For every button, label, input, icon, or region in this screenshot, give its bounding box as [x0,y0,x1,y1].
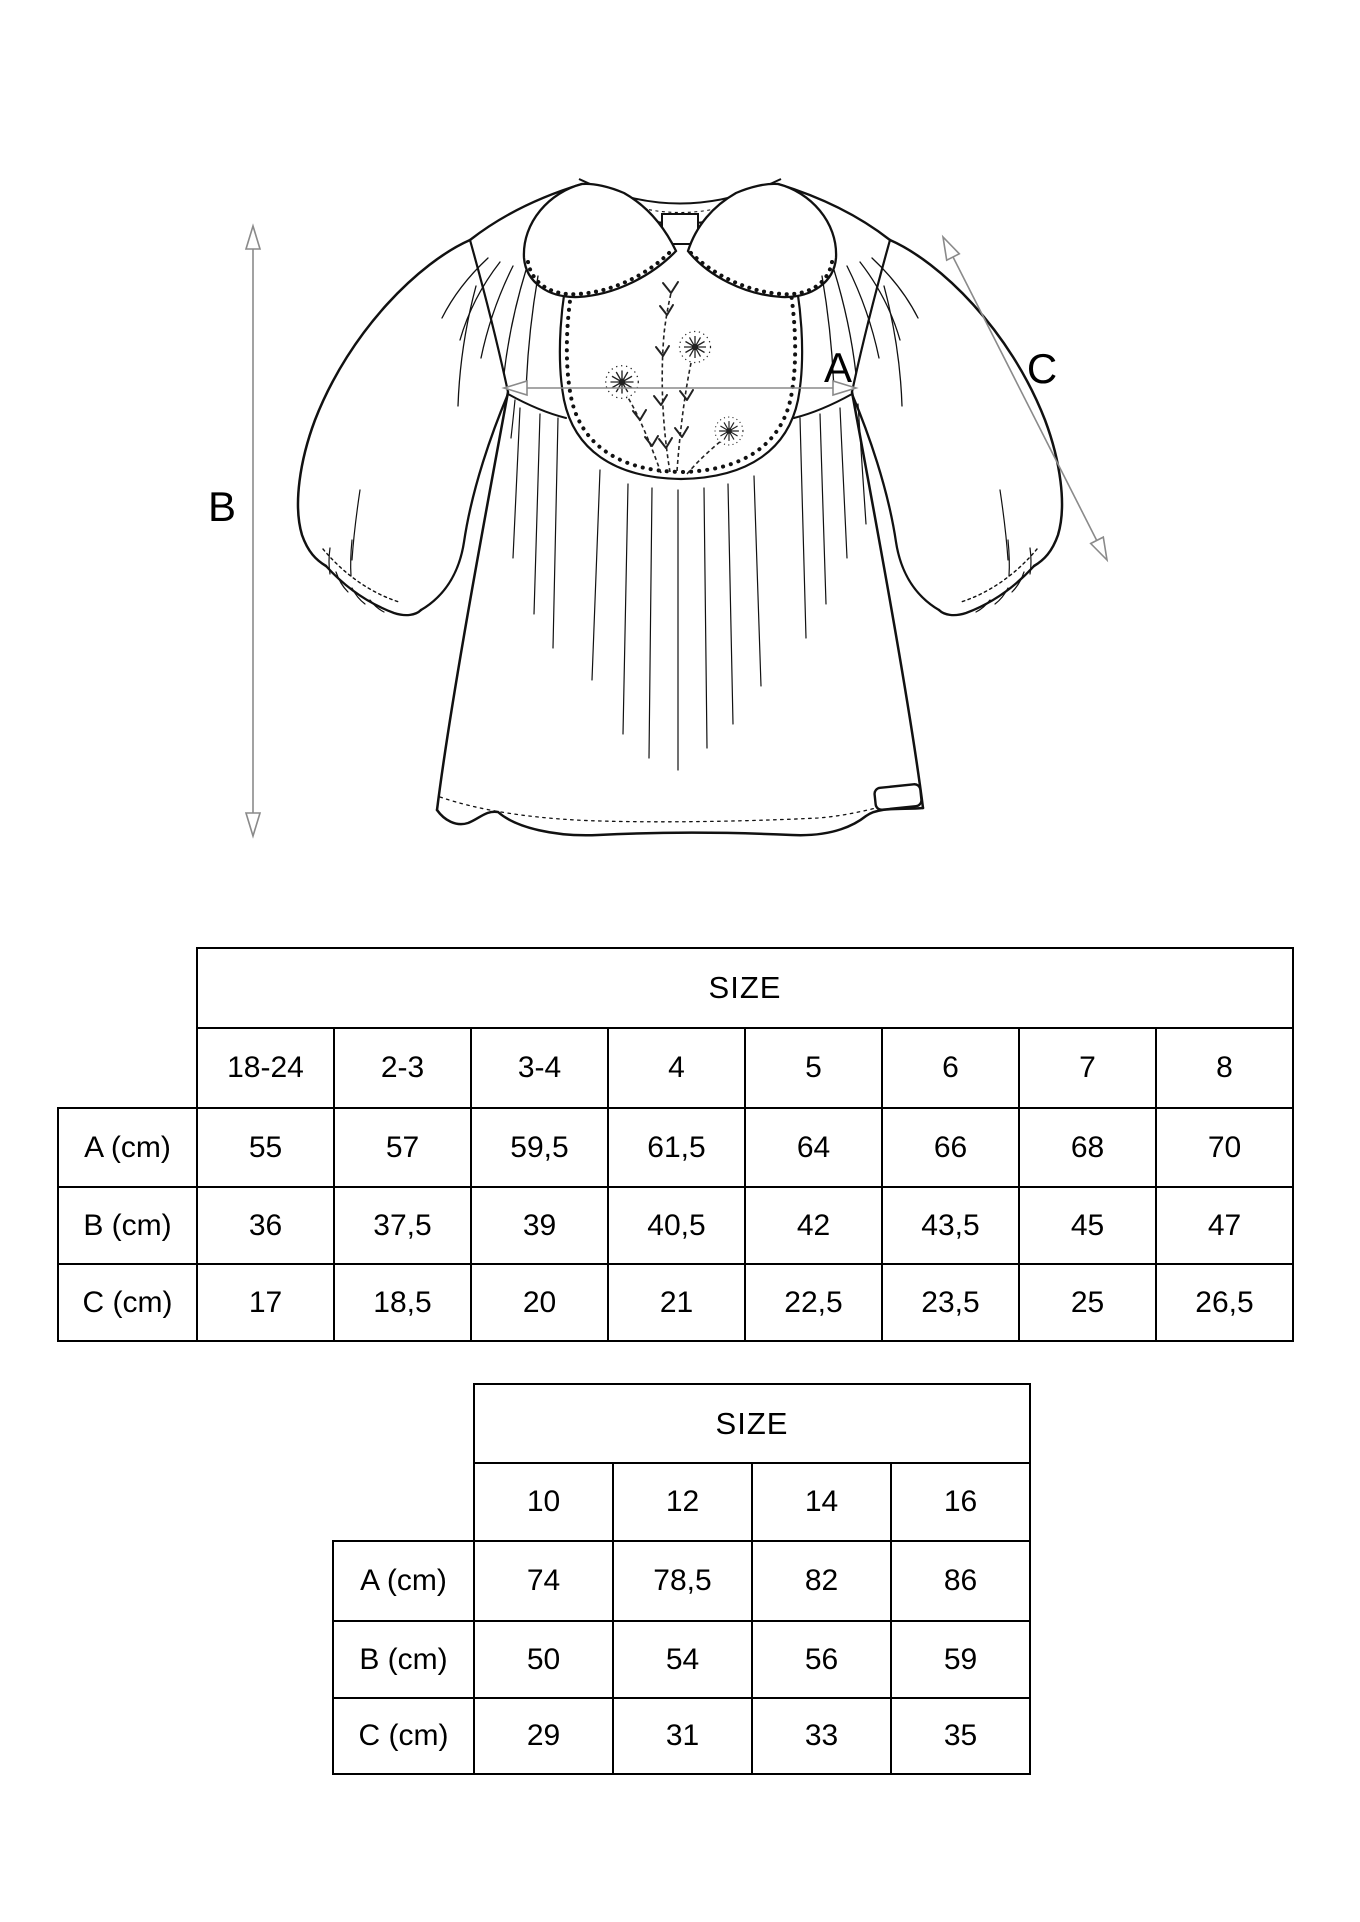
measure-value: 33 [751,1697,892,1775]
size-header: SIZE [473,1383,1031,1464]
garment-flat-sketch: A B C [208,178,1109,839]
measure-value: 39 [470,1186,609,1265]
measure-value: 82 [751,1540,892,1622]
embroidered-bib [558,249,804,481]
measure-value: 25 [1018,1263,1157,1342]
measure-value: 74 [473,1540,614,1622]
measure-value: 66 [881,1107,1020,1188]
measure-value: 40,5 [607,1186,746,1265]
cuff-ruffle-lines [328,489,1032,613]
measure-value: 57 [333,1107,472,1188]
bib-scallop-trim [564,252,798,475]
table-corner-spacer [333,1463,474,1541]
gather-lines [510,399,867,771]
collar-flap-left [522,182,678,299]
size-column-header: 4 [607,1027,746,1109]
puff-sleeves [296,238,1064,617]
label-B: B [208,483,236,530]
dimension-arrows [244,223,1109,839]
garment-body [435,182,925,837]
label-C: C [1027,345,1057,392]
measure-value: 42 [744,1186,883,1265]
measure-value: 29 [473,1697,614,1775]
sleeve-gather-lines [441,257,919,407]
measure-value: 17 [196,1263,335,1342]
dimension-arrow-chest-A [501,379,859,397]
measure-value: 36 [196,1186,335,1265]
measure-value: 47 [1155,1186,1294,1265]
size-column-header: 8 [1155,1027,1294,1109]
measure-value: 35 [890,1697,1031,1775]
measure-label: B (cm) [57,1186,198,1265]
measure-label: C (cm) [332,1697,475,1775]
collar-flap-right [686,182,838,299]
dimension-arrow-length-B [244,223,262,839]
measure-value: 54 [612,1620,753,1699]
size-header: SIZE [196,947,1294,1029]
measure-value: 61,5 [607,1107,746,1188]
measure-label: A (cm) [57,1107,198,1188]
measure-value: 45 [1018,1186,1157,1265]
measure-label: C (cm) [57,1263,198,1342]
size-column-header: 10 [473,1462,614,1542]
table-corner-spacer [58,1028,197,1108]
size-column-header: 5 [744,1027,883,1109]
measure-value: 64 [744,1107,883,1188]
measure-value: 21 [607,1263,746,1342]
size-column-header: 18-24 [196,1027,335,1109]
measure-value: 23,5 [881,1263,1020,1342]
measure-value: 78,5 [612,1540,753,1622]
measure-value: 68 [1018,1107,1157,1188]
measure-value: 70 [1155,1107,1294,1188]
measure-value: 86 [890,1540,1031,1622]
measure-value: 43,5 [881,1186,1020,1265]
measure-value: 56 [751,1620,892,1699]
size-column-header: 3-4 [470,1027,609,1109]
measure-value: 50 [473,1620,614,1699]
measure-label: A (cm) [332,1540,475,1622]
size-column-header: 16 [890,1462,1031,1542]
measure-value: 55 [196,1107,335,1188]
measure-value: 18,5 [333,1263,472,1342]
table-corner-spacer [58,948,197,1028]
label-A: A [824,344,852,391]
measure-value: 59,5 [470,1107,609,1188]
table-corner-spacer [333,1384,474,1463]
measure-value: 20 [470,1263,609,1342]
measure-value: 59 [890,1620,1031,1699]
leaf-stitches [632,281,694,449]
dimension-arrow-sleeve-C [941,234,1109,563]
size-column-header: 2-3 [333,1027,472,1109]
size-column-header: 14 [751,1462,892,1542]
size-column-header: 6 [881,1027,1020,1109]
measure-label: B (cm) [332,1620,475,1699]
dandelion-embroidery [604,281,744,475]
size-column-header: 7 [1018,1027,1157,1109]
measure-value: 37,5 [333,1186,472,1265]
measure-value: 31 [612,1697,753,1775]
size-column-header: 12 [612,1462,753,1542]
hem-label-tag [873,783,923,811]
measure-value: 26,5 [1155,1263,1294,1342]
measure-value: 22,5 [744,1263,883,1342]
